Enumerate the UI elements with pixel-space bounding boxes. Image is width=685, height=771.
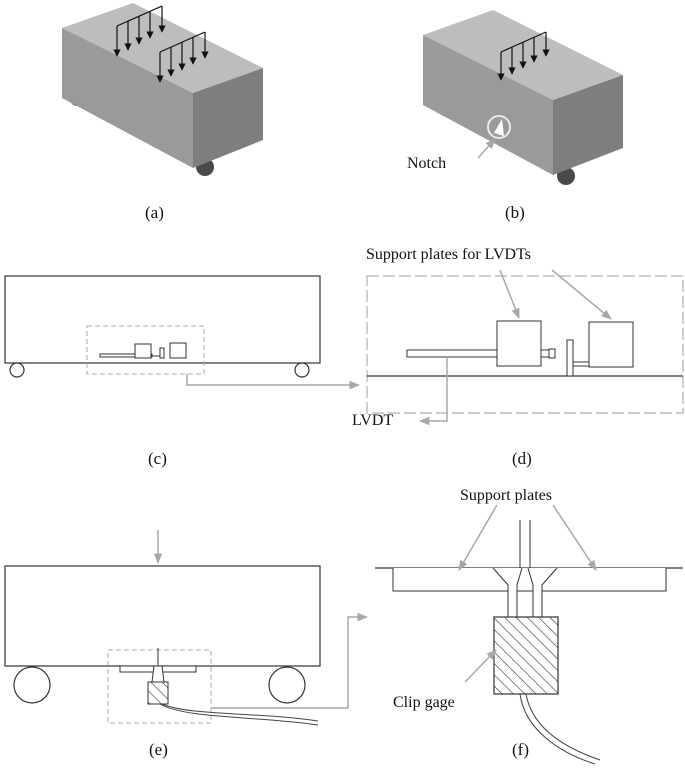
callout-support-plate-2 (551, 269, 612, 320)
notch-callout-arrow (477, 138, 496, 159)
clip-gage-cable (519, 693, 596, 765)
clip-gage-body (147, 681, 169, 705)
support-plates-label: Support plates (460, 487, 552, 504)
panel-f: Support plates Clip gage (f) (375, 487, 683, 765)
panel-e: (e) (4, 530, 369, 759)
lvdt-label: LVDT (352, 412, 393, 429)
callout-support-plate-1 (499, 269, 520, 319)
detail-region-box (86, 325, 205, 375)
support-roller-left (13, 666, 51, 704)
notch-label: Notch (407, 155, 446, 172)
panel-c: (c) (4, 275, 361, 468)
clip-gage-arms (151, 665, 165, 683)
beam-elevation (4, 565, 321, 667)
callout-clip-gage (464, 649, 497, 683)
lvdt-support-plate-2 (588, 321, 634, 368)
detail-region-box (107, 649, 212, 724)
beam-top-face (62, 3, 263, 93)
caption-f: (f) (512, 740, 529, 759)
panel-b: Notch (b) (407, 10, 623, 222)
clip-gage-label: Clip gage (393, 694, 455, 711)
clip-gage-cable (161, 703, 319, 722)
load-arrows-group-1 (113, 5, 166, 57)
caption-b: (b) (505, 203, 525, 222)
lvdt-support-plate-1 (496, 320, 542, 367)
panel-d: Support plates for LVDTs LVDT (d) (352, 246, 684, 468)
load-arrows-group-2 (156, 31, 209, 83)
callout-lvdt (418, 357, 448, 426)
clip-gage-body (493, 616, 559, 695)
clip-gage-cable (525, 693, 601, 761)
support-plates-lvdt-label: Support plates for LVDTs (366, 246, 531, 263)
notch-highlight-circle (487, 115, 511, 139)
lvdt-tip (548, 348, 556, 359)
support-plates (392, 568, 667, 592)
clip-gage-cable (159, 703, 319, 726)
notch (494, 119, 504, 136)
callout-support-plate-right (552, 504, 597, 571)
beam-side-face (193, 68, 263, 168)
lvdt-bracket-base (572, 361, 590, 367)
beam-front-face (423, 35, 553, 175)
detail-frame (366, 275, 684, 414)
beam-side-face (553, 75, 623, 175)
caption-e: (e) (149, 740, 168, 759)
zoom-callout-arrow (211, 612, 369, 709)
caption-a: (a) (145, 203, 164, 222)
support-roller-right (294, 362, 310, 378)
support-roller-left (9, 362, 25, 378)
callout-support-plate-left (458, 504, 498, 571)
beam-front-face (62, 28, 193, 168)
panel-a: (a) (62, 3, 263, 222)
caption-c: (c) (148, 449, 167, 468)
zoom-callout-arrow (186, 374, 361, 390)
caption-d: (d) (512, 449, 532, 468)
load-arrows (497, 31, 550, 81)
lvdt-bracket-stem (566, 339, 574, 377)
support-roller-right (268, 666, 306, 704)
lvdt-assembly-small (99, 342, 187, 359)
